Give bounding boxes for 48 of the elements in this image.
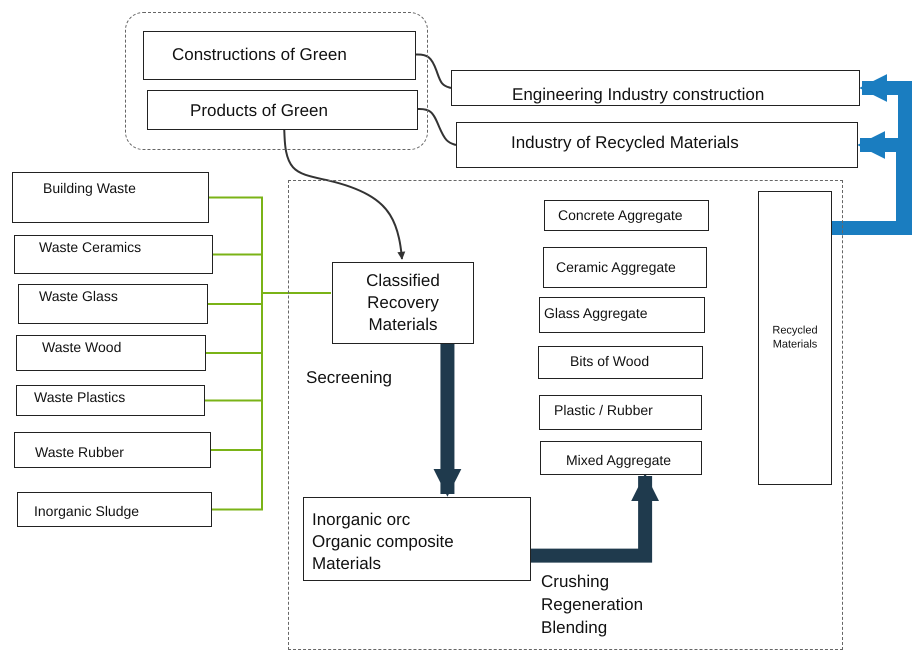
node-text: Inorganic orc Organic composite Materials	[312, 509, 455, 576]
process-box	[538, 346, 703, 379]
node-text: Waste Ceramics	[39, 238, 142, 256]
arrow	[283, 128, 406, 260]
dashed-group-box	[288, 180, 843, 650]
thick-arrow	[530, 473, 660, 563]
connector-line	[212, 292, 331, 510]
node-text: Mixed Aggregate	[566, 451, 672, 470]
thick-arrow	[433, 343, 462, 497]
process-box	[147, 90, 418, 130]
process-box	[543, 247, 707, 288]
process-box	[17, 492, 212, 527]
process-box	[16, 385, 205, 416]
node-text: Products of Green	[190, 100, 328, 122]
process-box	[544, 200, 709, 231]
process-box	[16, 335, 206, 371]
node-text: Plastic / Rubber	[554, 401, 653, 420]
process-box	[456, 122, 858, 168]
process-box	[539, 297, 705, 333]
process-box	[143, 31, 416, 80]
node-text: Ceramic Aggregate	[556, 258, 676, 276]
process-box	[451, 70, 860, 106]
dashed-group-box	[125, 12, 428, 150]
connector-line	[415, 54, 452, 89]
node-text: Classified Recovery Materials	[365, 270, 441, 336]
node-text: Waste Plastics	[34, 388, 126, 406]
process-box	[539, 395, 702, 430]
process-box	[332, 262, 474, 344]
process-box	[758, 191, 832, 485]
node-text: Waste Rubber	[35, 443, 124, 462]
node-text: Recycled Materials	[771, 324, 819, 352]
node-text: Waste Wood	[42, 338, 122, 356]
process-box	[14, 235, 213, 274]
node-text: Inorganic Sludge	[34, 502, 140, 520]
node-text: Constructions of Green	[172, 44, 347, 66]
process-box	[540, 441, 702, 475]
node-text: Waste Glass	[39, 287, 118, 306]
process-box	[14, 432, 211, 468]
node-text: Engineering Industry construction	[512, 84, 764, 106]
node-text: Industry of Recycled Materials	[511, 132, 739, 154]
node-text: Glass Aggregate	[544, 304, 648, 322]
process-box	[18, 284, 208, 324]
node-text: Building Waste	[43, 179, 136, 198]
process-box	[12, 172, 209, 223]
node-text: Concrete Aggregate	[558, 206, 683, 224]
process-box	[303, 497, 531, 581]
connector-line	[417, 108, 456, 146]
node-text: Bits of Wood	[570, 352, 650, 370]
